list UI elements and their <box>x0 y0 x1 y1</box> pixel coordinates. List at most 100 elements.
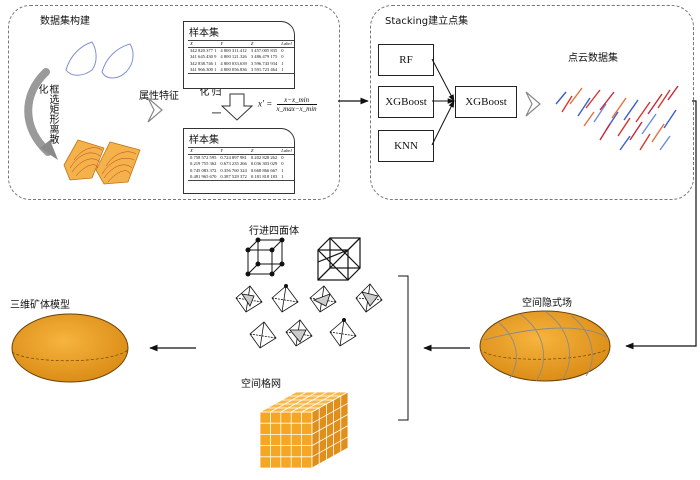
table-cell: 4 800 311.412 <box>220 48 247 54</box>
implicit-field-model <box>479 310 611 382</box>
process-bracket <box>398 275 409 421</box>
table-cell: 0 <box>281 155 284 161</box>
discretize-curve-arrow <box>24 68 52 156</box>
implicit-field-label: 空间隐式场 <box>522 298 572 309</box>
normalization-label: 归一化 <box>197 86 220 130</box>
table-cell: 0.724 897 981 <box>220 155 247 161</box>
table-cell: 342 820.377 1 <box>190 48 217 54</box>
attribute-feature-label: 属性特征 <box>139 91 179 102</box>
model-box-knn: KNN <box>378 130 434 162</box>
discretize-curve-arrowhead <box>40 140 58 160</box>
point-cloud-image <box>555 85 679 151</box>
table-cell: 0.202 828 262 <box>250 155 278 161</box>
discretized-ore-shapes <box>63 139 141 185</box>
table-cell: 0.387 529 372 <box>218 173 249 181</box>
table-cell: 0.668 866 667 <box>250 167 278 173</box>
stacking-panel-title: Stacking建立点集 <box>385 16 469 27</box>
sample-table-bottom-header-x: X <box>188 146 219 156</box>
formula-numerator: x−x_min <box>276 96 317 105</box>
table-cell: 0.181 818 183 <box>248 173 280 181</box>
sample-table-top-header-y: Y <box>218 39 249 49</box>
table-cell: 0.036 303 029 <box>250 161 278 167</box>
normalize-down-arrow <box>220 93 254 121</box>
tetra-case-4 <box>355 283 383 313</box>
outline-shape-right <box>101 43 134 79</box>
stacking-connectors <box>431 58 455 146</box>
table-cell: 4 800 033.639 <box>220 60 247 66</box>
stage-label: 框选矩形离散化 <box>36 84 58 144</box>
formula-lhs: x′ = <box>258 98 273 109</box>
tetra-case-1 <box>235 285 263 313</box>
dataset-panel <box>8 5 340 200</box>
meta-model-box: XGBoost <box>455 86 517 118</box>
table-cell: 3 486.479 175 <box>250 54 278 60</box>
tetra-case-6 <box>285 319 313 347</box>
discretized-shape-left <box>63 139 105 181</box>
discretized-hatching <box>69 147 137 183</box>
table-cell: 4 800 056.836 <box>218 66 249 74</box>
chevron-to-points <box>525 91 541 117</box>
tetra-case-5 <box>249 321 277 349</box>
sample-table-bottom-header-y: Y <box>218 146 249 156</box>
sample-table-bottom-title: 样本集 <box>189 135 219 146</box>
normalization-formula: x′ = x−x_min x_max−x_min <box>258 96 317 113</box>
arrow-stacking-to-field <box>625 100 697 350</box>
table-cell: 1 <box>281 167 284 173</box>
ore-body-model <box>11 313 129 383</box>
spatial-grid-label: 空间格网 <box>241 379 281 390</box>
table-cell: 0.758 572 595 <box>190 155 217 161</box>
outline-shape-left <box>65 41 97 76</box>
table-cell: 0 <box>281 54 284 60</box>
table-cell: 0.481 965 670 <box>188 173 219 181</box>
table-cell: 3 591.723 464 <box>248 66 280 74</box>
formula-denominator: x_max−x_min <box>276 105 317 113</box>
chevron-to-attr <box>147 97 163 123</box>
sample-table-bottom-header-label: Label <box>279 146 294 156</box>
table-cell: 0 <box>281 48 284 54</box>
tetra-cube-split <box>317 237 361 281</box>
spatial-grid-block <box>258 391 350 469</box>
tetra-case-2 <box>271 283 299 313</box>
sample-table-top-title: 样本集 <box>189 28 219 39</box>
table-cell: 3 457.005 835 <box>250 48 278 54</box>
table-cell: 0 <box>281 161 284 167</box>
table-cell: 0.219 755 362 <box>190 161 217 167</box>
discretized-shape-right <box>95 141 141 185</box>
sample-table-top-header-label: Label <box>279 39 294 49</box>
table-cell: 1 <box>281 60 284 66</box>
sample-table-top-header-x: X <box>188 39 219 49</box>
tetra-case-3 <box>309 285 337 313</box>
stacking-panel <box>370 5 694 200</box>
sample-table-top-header-z: Z <box>248 39 280 49</box>
tetra-cases <box>235 283 383 349</box>
table-cell: 0.745 083 372 <box>190 167 217 173</box>
sample-table-bottom-header-z: Z <box>248 146 280 156</box>
marching-tetrahedra-label: 行进四面体 <box>249 226 299 237</box>
table-cell: 1 <box>279 66 294 74</box>
table-cell: 4 800 121.326 <box>220 54 247 60</box>
model-box-rf: RF <box>378 44 434 76</box>
table-cell: 341 645.430 9 <box>190 54 217 60</box>
table-cell: 0.673 235 266 <box>220 161 247 167</box>
tetra-case-7 <box>329 317 357 347</box>
ore-outline-shapes <box>65 41 134 79</box>
table-cell: 0.356 760 324 <box>220 167 247 173</box>
table-cell: 1 <box>279 173 294 181</box>
dataset-panel-title: 数据集构建 <box>40 16 90 27</box>
model-box-xgboost: XGBoost <box>378 86 434 118</box>
table-cell: 342 838.746 1 <box>190 60 217 66</box>
table-cell: 3 596.743 934 <box>250 60 278 66</box>
